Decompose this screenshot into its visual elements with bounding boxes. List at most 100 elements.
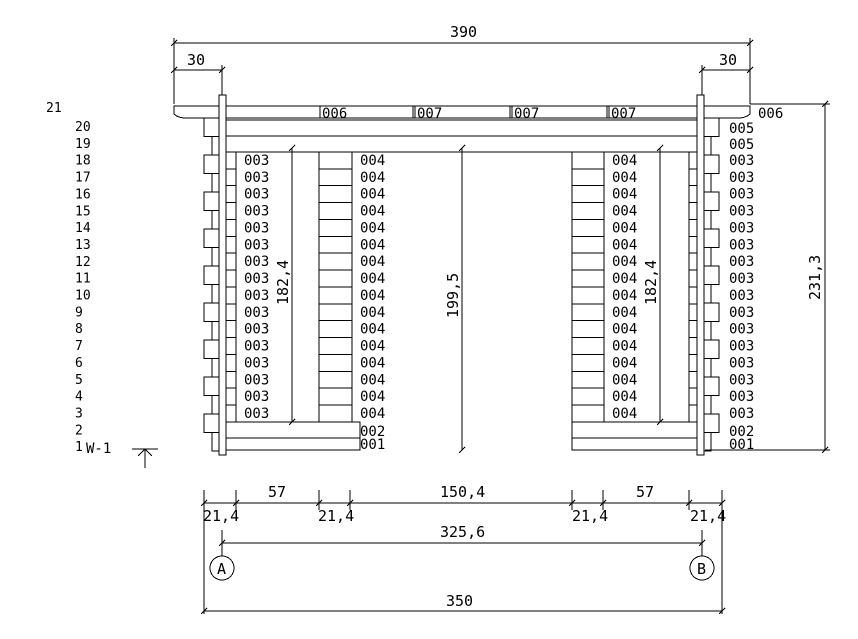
height-dimension — [705, 100, 830, 454]
log-course — [318, 235, 353, 254]
log-label-003: 003 — [244, 204, 269, 220]
row-number: 16 — [75, 187, 91, 202]
right-outer-labels: 0030030030030030030030030030030030030030… — [729, 153, 754, 422]
log-label-003: 003 — [729, 288, 754, 304]
log-label-004: 004 — [612, 288, 637, 304]
log-course — [318, 185, 353, 204]
log-course — [318, 269, 353, 288]
log-course — [318, 303, 353, 322]
log-course — [688, 370, 698, 389]
log-course — [318, 286, 353, 305]
log-course — [225, 286, 237, 305]
dim-window-right: 182,4 — [642, 260, 660, 305]
log-course — [318, 353, 353, 372]
row-number: 7 — [75, 339, 83, 354]
log-label-004: 004 — [612, 153, 637, 169]
log-course — [571, 353, 605, 372]
log-label-004: 004 — [612, 372, 637, 388]
left-corner-post — [218, 94, 227, 456]
log-label-003: 003 — [244, 254, 269, 270]
log-course — [688, 387, 698, 406]
roof-end-label: 006 — [758, 106, 783, 122]
log-course — [318, 370, 353, 389]
row-number: 17 — [75, 171, 91, 186]
log-course — [225, 337, 237, 355]
log-label-003: 003 — [729, 187, 754, 203]
log-label-003: 003 — [244, 187, 269, 203]
log-course — [225, 404, 237, 423]
log-label-004: 004 — [612, 339, 637, 355]
row-number: 3 — [75, 406, 83, 421]
log-course — [225, 353, 237, 372]
log-label-004: 004 — [360, 389, 385, 405]
top-beams — [218, 119, 706, 153]
left-mid-labels: 0040040040040040040040040040040040040040… — [360, 153, 385, 422]
log-course — [688, 303, 698, 322]
log-course — [225, 320, 237, 339]
row-number: 10 — [75, 289, 91, 304]
beam-label-1: 005 — [729, 121, 754, 137]
log-course — [688, 202, 698, 220]
log-label-004: 004 — [612, 237, 637, 253]
beam-label-2: 005 — [729, 137, 754, 153]
roof-part-1-label: 006 — [322, 106, 347, 122]
dim-seg-wall-mid-right: 21,4 — [572, 507, 608, 525]
log-label-004: 004 — [612, 220, 637, 236]
log-label-004: 004 — [612, 204, 637, 220]
log-label-003: 003 — [244, 355, 269, 371]
log-label-003: 003 — [729, 372, 754, 388]
dim-height-total: 231,3 — [806, 255, 824, 300]
row-number: 14 — [75, 221, 91, 236]
log-course — [571, 387, 605, 406]
log-label-003: 003 — [244, 322, 269, 338]
axis-label-b: B — [697, 560, 706, 578]
log-label-003: 003 — [729, 339, 754, 355]
log-label-003: 003 — [729, 237, 754, 253]
dim-axis-span: 325,6 — [440, 523, 485, 541]
log-course — [318, 337, 353, 355]
log-label-004: 004 — [360, 288, 385, 304]
log-label-004: 004 — [360, 406, 385, 422]
log-course — [318, 218, 353, 237]
bottom-dimension-lines — [200, 490, 726, 615]
log-course — [571, 337, 605, 355]
right-corner-post — [696, 94, 705, 456]
row-number: 8 — [75, 322, 83, 337]
log-course — [571, 404, 605, 423]
row-number: 6 — [75, 356, 83, 371]
dim-total-bottom: 350 — [446, 592, 473, 610]
log-course — [571, 303, 605, 322]
log-course — [571, 218, 605, 237]
log-label-003: 003 — [244, 389, 269, 405]
log-course — [318, 252, 353, 271]
log-course — [225, 202, 237, 220]
log-course — [688, 353, 698, 372]
log-label-004: 004 — [612, 406, 637, 422]
log-label-003: 003 — [244, 237, 269, 253]
log-label-003: 003 — [729, 406, 754, 422]
bottom-sills — [225, 421, 698, 451]
log-course — [225, 185, 237, 204]
log-label-003: 003 — [729, 153, 754, 169]
log-label-004: 004 — [360, 322, 385, 338]
log-label-003: 003 — [729, 271, 754, 287]
log-label-003: 003 — [244, 406, 269, 422]
log-course — [688, 286, 698, 305]
log-label-003: 003 — [729, 220, 754, 236]
row-number: 21 — [46, 101, 62, 116]
log-label-003: 003 — [244, 170, 269, 186]
log-label-004: 004 — [612, 355, 637, 371]
log-course — [571, 202, 605, 220]
dim-opening-center: 199,5 — [444, 273, 462, 318]
row-number: 11 — [75, 272, 91, 287]
row-number: 12 — [75, 255, 91, 270]
log-course — [688, 320, 698, 339]
log-label-004: 004 — [360, 271, 385, 287]
log-course — [225, 151, 237, 170]
log-label-004: 004 — [360, 254, 385, 270]
log-label-004: 004 — [612, 271, 637, 287]
roof-part-4-label: 007 — [611, 106, 636, 122]
dim-seg-wall-left: 21,4 — [203, 507, 239, 525]
log-label-004: 004 — [360, 372, 385, 388]
dim-seg-window-right: 57 — [636, 483, 654, 501]
